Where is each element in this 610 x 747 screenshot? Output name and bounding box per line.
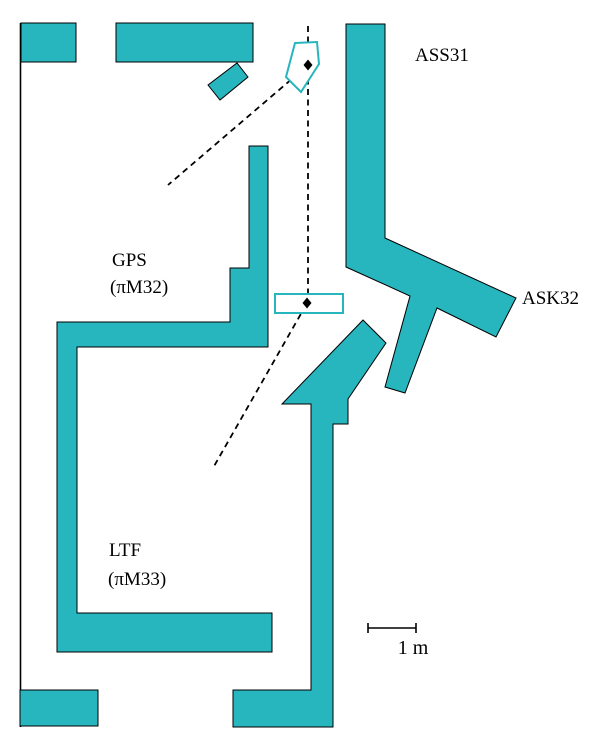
wall-block-bottom-left [19, 689, 99, 727]
scale-bar-group: 1 m [367, 623, 429, 659]
label-ask32: ASK32 [522, 288, 579, 309]
label-gps-sub: (πM32) [110, 277, 168, 298]
target-marker-upper [303, 59, 313, 71]
walls-group [19, 22, 517, 728]
detectors-group [274, 40, 344, 314]
target-station-pentagon [284, 40, 321, 94]
wall-ass31-ask32 [345, 23, 517, 394]
target-marker-lower [302, 297, 312, 309]
label-gps: GPS [112, 250, 147, 271]
target-markers-group [302, 59, 313, 309]
label-ltf: LTF [109, 540, 141, 561]
wall-ltf-right [232, 319, 387, 728]
wall-block-tilted [207, 62, 249, 101]
label-ltf-sub: (πM33) [108, 569, 166, 590]
label-ass31: ASS31 [415, 45, 469, 66]
scale-bar-label: 1 m [398, 637, 429, 659]
wall-block-top-mid [115, 22, 254, 63]
wall-block-top-left [20, 22, 77, 63]
wall-gps-ltf [56, 145, 273, 653]
beam-line-upper-diagonal [167, 65, 308, 186]
